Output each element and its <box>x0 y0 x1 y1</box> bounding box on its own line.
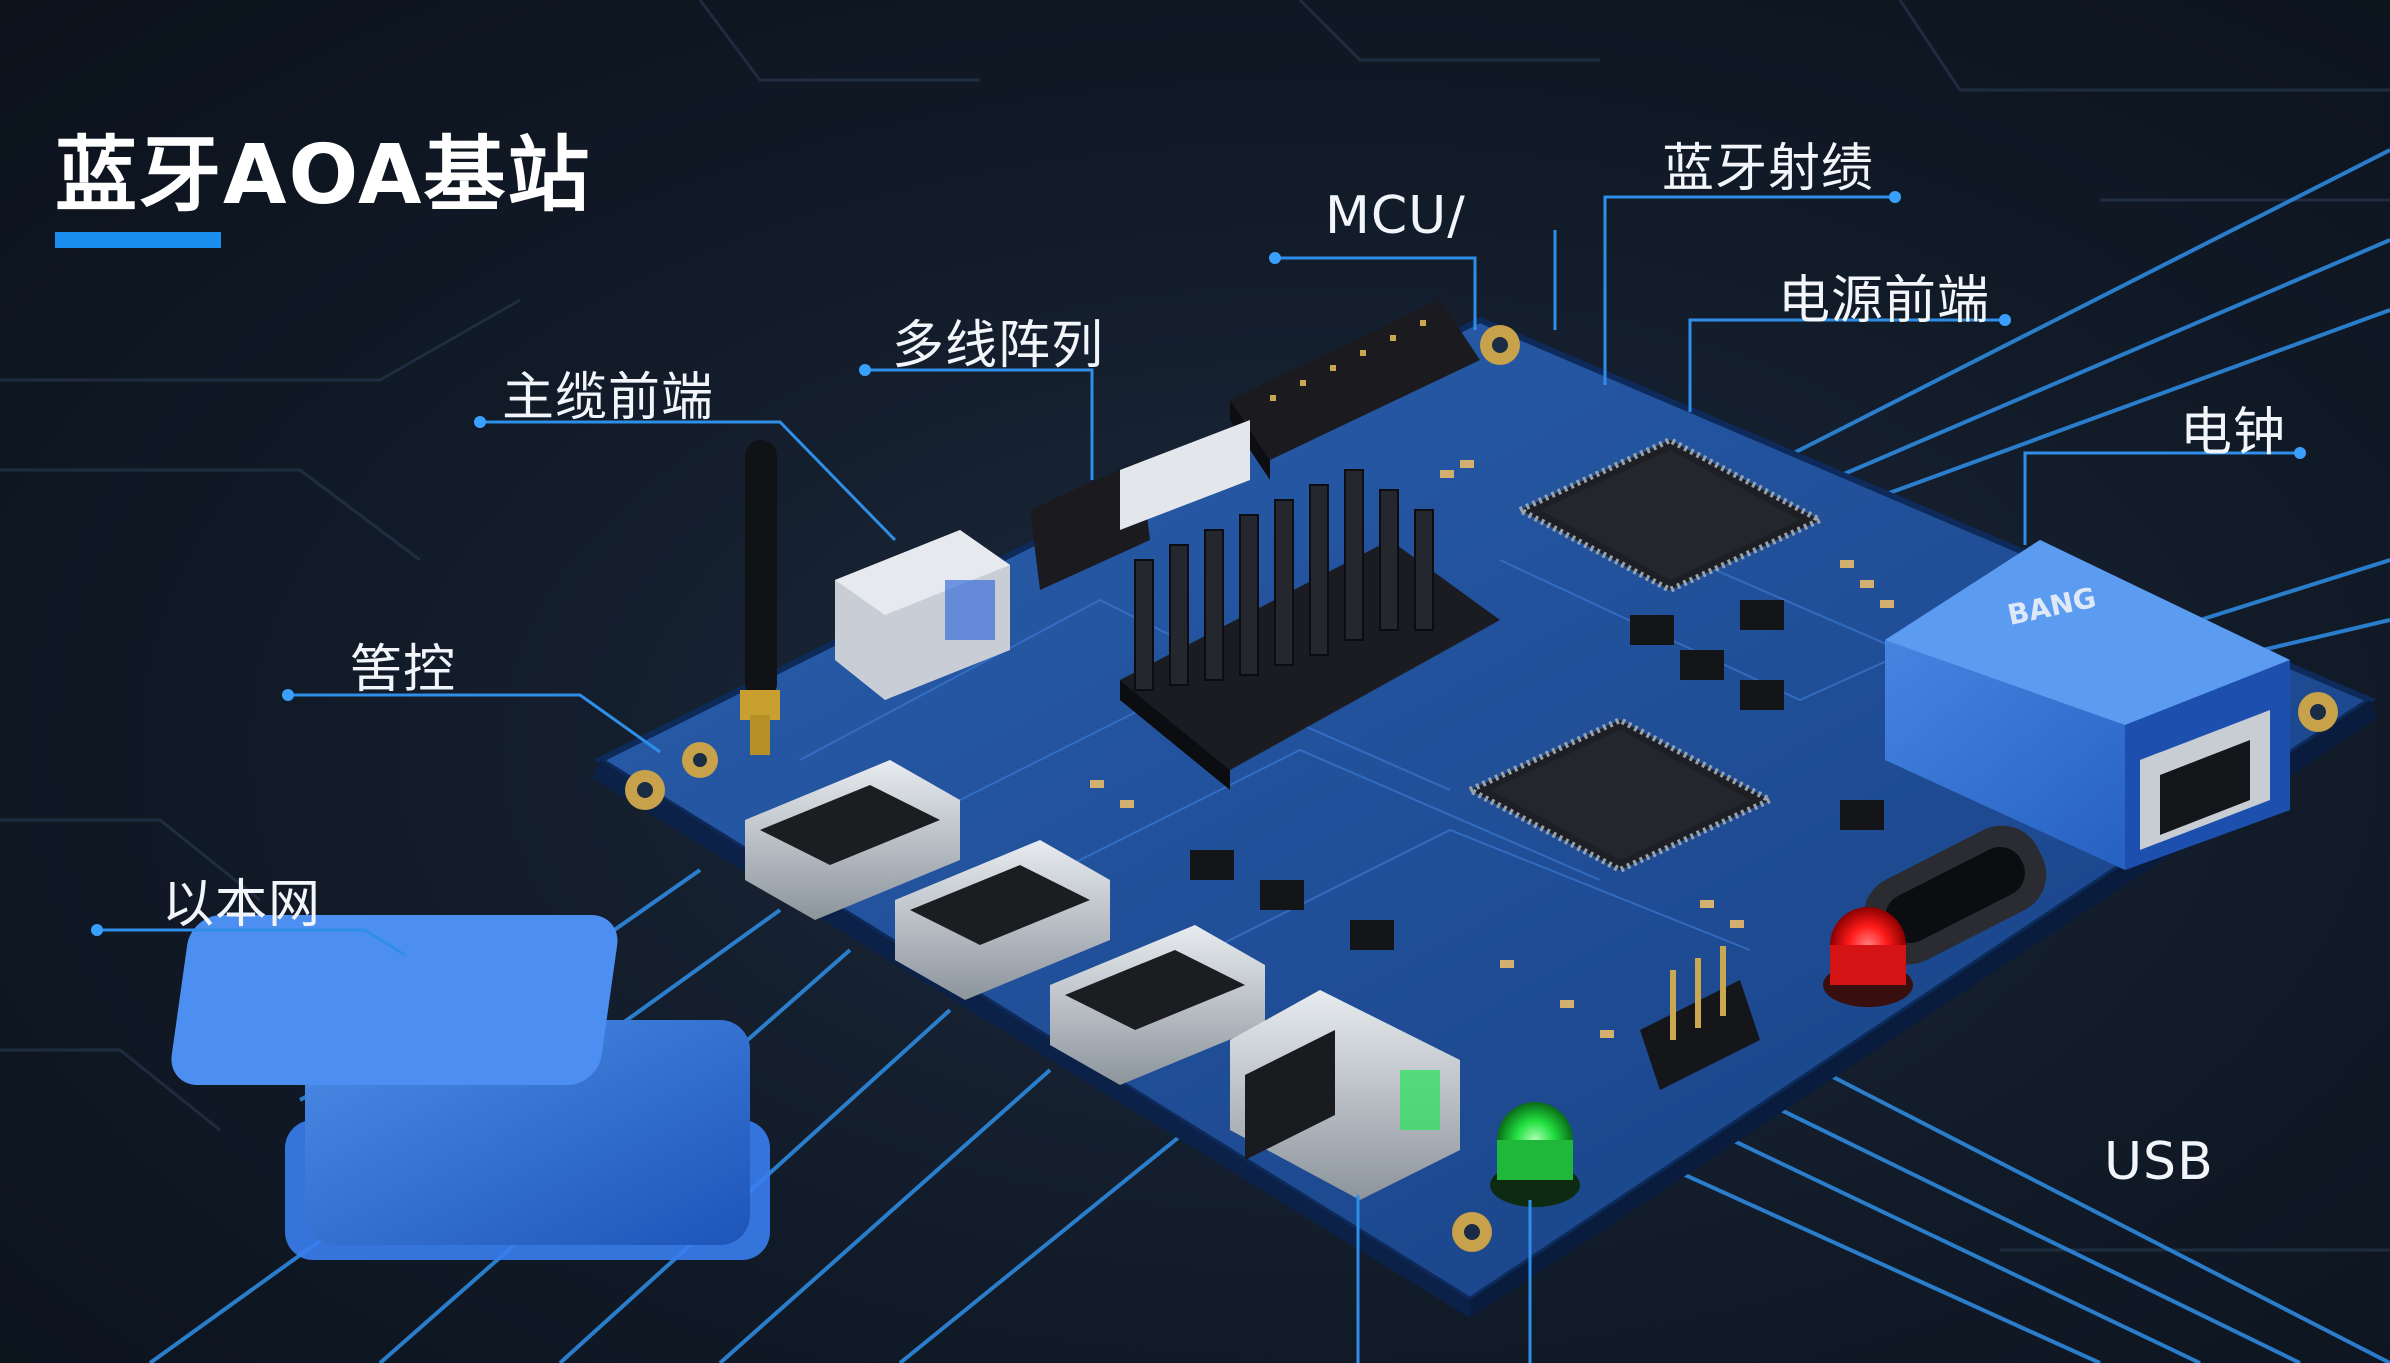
red-led <box>1823 907 1913 1007</box>
rj45-port-front <box>1230 990 1460 1200</box>
label-ethernet: 以本网 <box>162 875 322 935</box>
rf-chip <box>1463 716 1777 874</box>
mcu-chip <box>1513 436 1827 594</box>
label-usb: USB <box>2104 1132 2214 1192</box>
label-mcu: MCU/ <box>1325 186 1466 246</box>
green-led <box>1490 1102 1580 1207</box>
label-multi-array: 多线阵列 <box>892 316 1105 376</box>
antenna <box>740 440 780 755</box>
front-end-module <box>835 530 1010 700</box>
callout-lines <box>97 195 2300 1363</box>
label-ble-rf: 蓝牙射绩 <box>1662 139 1875 199</box>
label-clock: 电钟 <box>2180 403 2287 463</box>
blue-rj45-module: BANG <box>1885 540 2290 870</box>
heatsink <box>1120 469 1500 790</box>
page-title: 蓝牙AOA基站 <box>55 128 592 223</box>
multi-array-header <box>1030 420 1250 590</box>
blue-module-left <box>171 915 770 1260</box>
ports <box>745 760 1265 1085</box>
label-main-frontend: 主缆前端 <box>502 368 715 428</box>
mounting-holes <box>625 325 2338 1252</box>
title-underline <box>55 232 221 248</box>
bottom-pin-header <box>1640 946 1760 1090</box>
label-power-frontend: 电源前端 <box>1778 271 1991 331</box>
label-control: 筈控 <box>350 640 457 700</box>
usb-c-port <box>1863 825 2047 965</box>
